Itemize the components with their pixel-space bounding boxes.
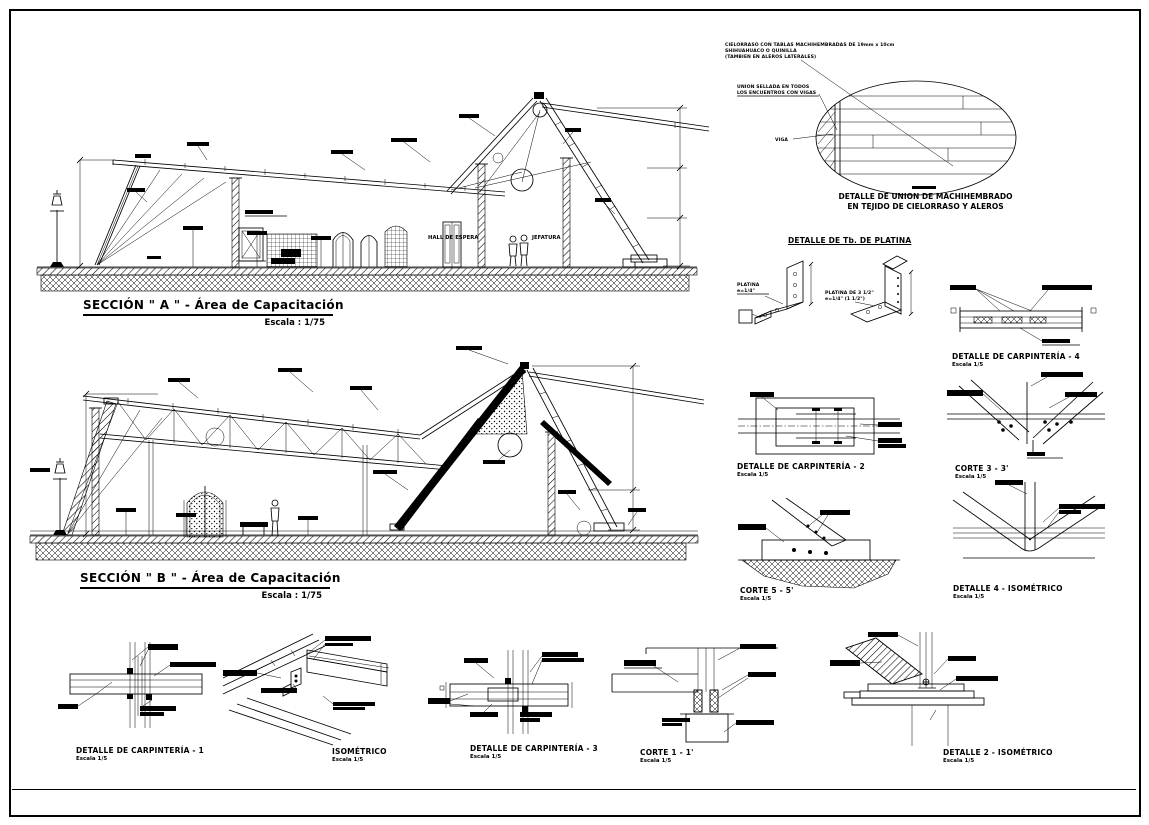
viga-label: VIGA — [775, 137, 788, 143]
detalle4-drawing — [952, 480, 1106, 559]
roof-a — [112, 159, 506, 197]
person-b — [270, 499, 280, 537]
carpinteria1-title: DETALLE DE CARPINTERÍA - 1 — [76, 746, 204, 755]
corte3-drawing — [947, 372, 1105, 459]
sheet-border — [9, 9, 1141, 817]
fan-struts-a — [94, 164, 227, 266]
carpinteria3-title: DETALLE DE CARPINTERÍA - 3 — [470, 744, 598, 753]
detalle2-title: DETALLE 2 - ISOMÉTRICO — [943, 748, 1053, 757]
bench-b — [240, 522, 268, 535]
street-lamp-icon — [50, 190, 64, 267]
isometrico-drawing — [222, 633, 390, 746]
detalle2-caption: DETALLE 2 - ISOMÉTRICO Escala 1/5 — [943, 748, 1053, 764]
gable-a — [446, 92, 710, 267]
people-a — [508, 234, 529, 267]
platina-left-label-line2: e=1/4" — [737, 288, 755, 294]
isometrico-title: ISOMÉTRICO — [332, 747, 387, 756]
annotation-marks-b — [30, 346, 646, 535]
corte3-caption: CORTE 3 - 3' Escala 1/5 — [955, 464, 1009, 480]
room-label-hall: HALL DE ESPERA — [428, 235, 478, 241]
ceiling-note-line3: (TAMBIEN EN ALEROS LATERALES) — [725, 54, 816, 60]
corte1-drawing — [611, 644, 778, 743]
machihembrado-title-line1: DETALLE DE UNION DE MACHIHEMBRADO — [838, 192, 1013, 201]
detalle4-scale: Escala 1/5 — [953, 594, 985, 600]
isometrico-caption: ISOMÉTRICO Escala 1/5 — [332, 747, 387, 763]
inclined-column-b — [61, 397, 163, 536]
dimension-right-a — [597, 104, 690, 270]
carpinteria3-scale: Escala 1/5 — [470, 754, 502, 760]
carpinteria2-scale: Escala 1/5 — [737, 472, 769, 478]
carpinteria1-scale: Escala 1/5 — [76, 756, 108, 762]
dimension-left-b — [82, 390, 158, 538]
corte1-scale: Escala 1/5 — [640, 758, 672, 764]
machihembrado-title-line2: EN TEJIDO DE CIELORRASO Y ALEROS — [847, 201, 1004, 211]
platina-right-label-line1: PLATINA DE 3 1/2" — [825, 290, 874, 296]
gable-b — [394, 362, 705, 536]
machihembrado-detail-drawing: CIELORRASO CON TABLAS MACHIHEMBRADAS DE … — [725, 42, 1017, 196]
carpinteria2-drawing — [738, 392, 906, 455]
detalle4-caption: DETALLE 4 - ISOMÉTRICO Escala 1/5 — [953, 584, 1063, 600]
platina-left-bracket — [738, 260, 814, 325]
platina-right-bracket — [849, 255, 914, 323]
corte1-title: CORTE 1 - 1' — [640, 748, 694, 757]
carpinteria4-scale: Escala 1/5 — [952, 362, 984, 368]
carpinteria3-drawing — [428, 650, 584, 734]
arched-door-b — [183, 486, 227, 538]
section-b-drawing — [29, 346, 705, 561]
columns-a — [229, 157, 573, 268]
dimension-right-b — [532, 362, 640, 534]
carpinteria2-title: DETALLE DE CARPINTERÍA - 2 — [737, 462, 865, 471]
ceiling-note-line2: SHIHUAHUACO O QUINILLA — [725, 48, 797, 54]
room-label-jefatura: JEFATURA — [531, 235, 561, 241]
platina-left-label-line1: PLATINA — [737, 282, 760, 288]
dimension-left-a — [76, 156, 115, 270]
carpinteria1-caption: DETALLE DE CARPINTERÍA - 1 Escala 1/5 — [76, 746, 204, 762]
section-a-scale: Escala : 1/75 — [264, 318, 325, 328]
platina-drawing: PLATINA e=1/4" PLATINA DE 3 1/2" e=1/4" … — [737, 255, 914, 325]
title-strip-divider — [12, 789, 1136, 790]
ground-b — [29, 530, 699, 561]
detalle2-drawing — [830, 632, 998, 746]
ceiling-note-line1: CIELORRASO CON TABLAS MACHIHEMBRADAS DE … — [725, 42, 895, 48]
section-a-title: SECCIÓN " A " - Área de Capacitación — [83, 298, 344, 316]
isometrico-scale: Escala 1/5 — [332, 757, 364, 763]
section-a-drawing: HALL DE ESPERA JEFATURA — [36, 92, 710, 292]
annotation-marks-a — [127, 114, 616, 267]
ground-a — [36, 258, 698, 292]
corte3-title: CORTE 3 - 3' — [955, 464, 1009, 473]
arched-doors-a — [332, 221, 462, 268]
machihembrado-title-bar — [912, 186, 936, 189]
carpinteria4-caption: DETALLE DE CARPINTERÍA - 4 Escala 1/5 — [952, 352, 1080, 368]
truss-b — [82, 395, 449, 536]
union-note-line2: LOS ENCUENTROS CON VIGAS — [737, 90, 816, 96]
platina-right-label-line2: e=1/4" (1 1/2") — [825, 296, 865, 302]
carpinteria1-drawing — [58, 642, 216, 728]
corte1-caption: CORTE 1 - 1' Escala 1/5 — [640, 748, 694, 764]
corte5-title: CORTE 5 - 5' — [740, 586, 794, 595]
detalle2-scale: Escala 1/5 — [943, 758, 975, 764]
corte3-scale: Escala 1/5 — [955, 474, 987, 480]
lattice-wall-a — [266, 233, 318, 268]
section-b-scale: Escala : 1/75 — [261, 591, 322, 601]
corte5-scale: Escala 1/5 — [740, 596, 772, 602]
street-lamp-icon-b — [53, 458, 67, 535]
carpinteria2-caption: DETALLE DE CARPINTERÍA - 2 Escala 1/5 — [737, 462, 865, 478]
carpinteria3-caption: DETALLE DE CARPINTERÍA - 3 Escala 1/5 — [470, 744, 598, 760]
section-b-caption: SECCIÓN " B " - Área de Capacitación Esc… — [80, 571, 340, 601]
section-b-title: SECCIÓN " B " - Área de Capacitación — [80, 571, 340, 589]
carpinteria4-drawing — [950, 285, 1097, 346]
union-note-line1: UNION SELLADA EN TODOS — [737, 84, 809, 90]
machihembrado-title: DETALLE DE UNION DE MACHIHEMBRADO EN TEJ… — [818, 192, 1033, 211]
detalle4-title: DETALLE 4 - ISOMÉTRICO — [953, 584, 1063, 593]
corte5-drawing — [738, 498, 900, 589]
section-a-caption: SECCIÓN " A " - Área de Capacitación Esc… — [83, 298, 344, 328]
corte5-caption: CORTE 5 - 5' Escala 1/5 — [740, 586, 794, 602]
platina-title: DETALLE DE Tb. DE PLATINA — [788, 236, 912, 245]
columns-b — [148, 431, 558, 536]
plank-lines — [816, 84, 1016, 193]
carpinteria4-title: DETALLE DE CARPINTERÍA - 4 — [952, 352, 1080, 361]
